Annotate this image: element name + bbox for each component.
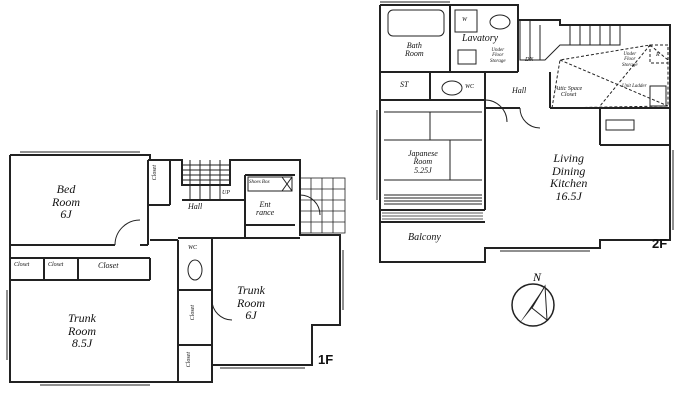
floor2-walls — [379, 4, 671, 263]
floor1-hall-label: Hall — [188, 202, 203, 211]
shoes-box — [247, 176, 293, 192]
stairs-up-label: UP — [222, 190, 230, 196]
closet-long-label: Closet — [98, 261, 119, 270]
closet-vertical-label: Closet — [190, 305, 196, 321]
floor-hatch — [457, 49, 477, 65]
floor2-toilet — [441, 80, 463, 96]
floor1-walls — [9, 154, 341, 383]
floor2-stairs — [519, 20, 621, 61]
bed-closet-label: Closet — [152, 165, 158, 181]
floor2-windows — [376, 1, 674, 252]
porch-tiles — [299, 177, 346, 234]
compass-north-label: N — [533, 270, 542, 284]
bathtub — [387, 9, 445, 37]
under-floor-storage-1-label: Under Floor Storage — [490, 48, 506, 64]
shoes-box-label: Shoes Box — [249, 180, 270, 185]
lavatory-label: Lavatory — [462, 33, 499, 44]
washer — [454, 9, 478, 33]
stairs-down-label: DN — [525, 57, 534, 63]
floor2-label: 2F — [652, 236, 668, 251]
compass — [511, 283, 555, 327]
floor1-toilet — [187, 259, 203, 281]
bath-room-label: Bath Room — [405, 41, 424, 59]
closet-small-2-label: Closet — [48, 262, 64, 268]
floor2-doors — [484, 99, 541, 129]
sink — [489, 14, 511, 30]
r-label: R — [656, 52, 660, 58]
tatami — [384, 111, 482, 205]
washer-w-label: W — [462, 17, 467, 23]
stove — [649, 85, 667, 107]
floor1-windows — [6, 151, 344, 386]
floor2-hall-label: Hall — [512, 86, 527, 95]
closet-small-1-label: Closet — [14, 262, 30, 268]
kitchen-sink — [605, 119, 635, 131]
closet-bottom-label: Closet — [186, 352, 192, 368]
attic-space-closet-label: Attic Space Closet — [555, 86, 583, 99]
entrance-label: Ent rance — [256, 200, 275, 218]
floor1-doors — [114, 194, 321, 321]
balcony-label: Balcony — [408, 232, 441, 243]
unit-ladder-label: Unit Ladder — [622, 84, 647, 89]
st-label: ST — [400, 80, 409, 89]
floor2-wc-label: WC — [465, 84, 474, 90]
floor1-label: 1F — [318, 352, 334, 367]
balcony-rail — [382, 212, 483, 220]
under-floor-storage-2-label: Under Floor Storage — [622, 52, 638, 68]
floor1-wc-label: WC — [188, 245, 197, 251]
floor1-stairs — [182, 160, 230, 200]
